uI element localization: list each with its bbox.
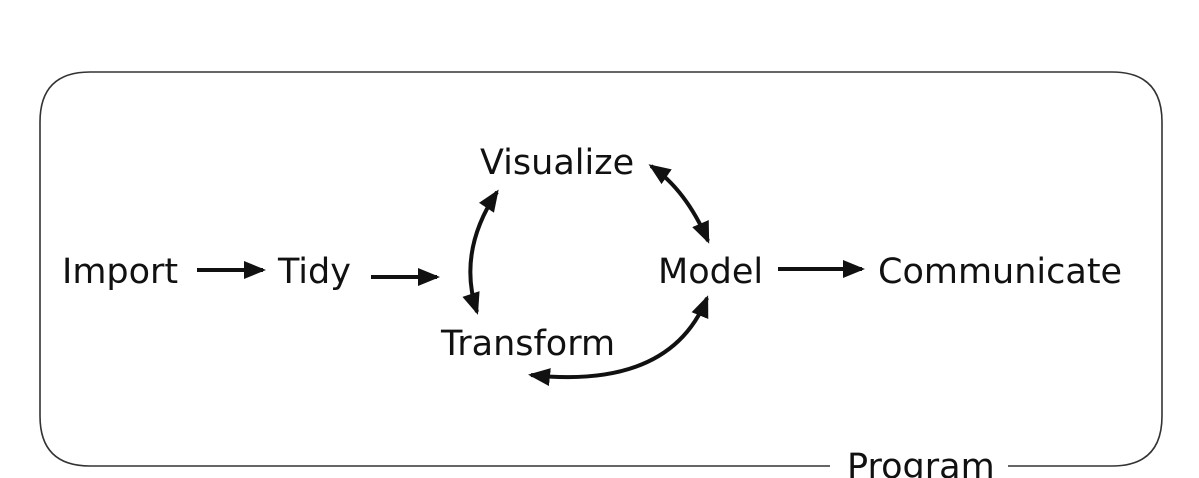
arrow-model-transform [528, 295, 709, 386]
node-tidy: Tidy [277, 252, 351, 292]
arrow-visualize-transform [462, 189, 499, 315]
node-model: Model [658, 252, 763, 292]
node-transform: Transform [440, 324, 615, 364]
node-visualize: Visualize [480, 143, 634, 183]
node-communicate: Communicate [878, 252, 1122, 292]
node-import: Import [62, 252, 178, 292]
program-frame [39, 71, 1163, 467]
frame-label-program: Program [847, 447, 995, 478]
arrow-visualize-model [648, 164, 710, 244]
